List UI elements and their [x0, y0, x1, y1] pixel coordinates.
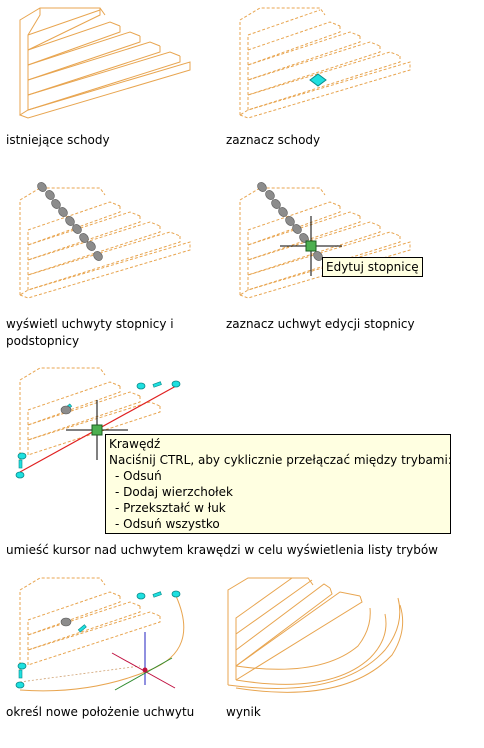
- stairs-drawing: [18, 7, 191, 119]
- caption-result: wynik: [226, 705, 261, 719]
- mode-add-vertex[interactable]: - Dodaj wierzchołek: [115, 485, 233, 499]
- ucs-cursor: [111, 632, 176, 691]
- caption-select-edit-grip: zaznacz uchwyt edycji stopnicy: [226, 317, 415, 331]
- panel-hover-edge: Krawędź Naciśnij CTRL, aby cyklicznie pr…: [0, 360, 484, 560]
- caption-show-grips-1: wyświetl uchwyty stopnicy i: [6, 317, 174, 331]
- mode-offset[interactable]: - Odsuń: [115, 469, 162, 483]
- tooltip-title: Krawędź: [109, 437, 161, 451]
- edge-grips[interactable]: [15, 590, 181, 689]
- edge-grip-hovered[interactable]: [91, 424, 103, 436]
- panel-select-edit-grip: Edytuj stopnicę zaznacz uchwyt edycji st…: [220, 180, 470, 340]
- caption-show-grips-2: podstopnicy: [6, 334, 80, 348]
- panel-result: wynik: [220, 570, 440, 730]
- panel-select-stairs: zaznacz schody: [220, 0, 450, 160]
- tread-grip[interactable]: [60, 617, 72, 627]
- edit-tread-tooltip: Edytuj stopnicę: [322, 257, 423, 277]
- tread-riser-grips[interactable]: [36, 181, 105, 263]
- stairs-drawing-grips: [18, 181, 191, 299]
- midpoint-grips[interactable]: [18, 591, 162, 679]
- caption-select: zaznacz schody: [226, 133, 321, 147]
- panel-show-grips: wyświetl uchwyty stopnicy i podstopnicy: [0, 180, 210, 350]
- edit-tread-grip[interactable]: [305, 240, 317, 252]
- tooltip-hint: Naciśnij CTRL, aby cyklicznie przełączać…: [109, 453, 452, 467]
- caption-existing: istniejące schody: [6, 133, 110, 147]
- arc-preview: [19, 595, 185, 692]
- tread-grip[interactable]: [60, 405, 72, 415]
- panel-existing-stairs: istniejące schody: [0, 0, 200, 160]
- stairs-drawing-selected: [238, 7, 411, 119]
- tread-riser-grips[interactable]: [256, 181, 325, 263]
- stairs-drawing-result: [227, 577, 404, 693]
- stairs-drawing-edit-grip: [238, 181, 411, 299]
- caption-hover-edge: umieść kursor nad uchwytem krawędzi w ce…: [6, 543, 438, 557]
- location-grip[interactable]: [309, 73, 327, 87]
- tooltip-label: Edytuj stopnicę: [326, 260, 419, 274]
- stairs-drawing-drag: [15, 577, 185, 692]
- mode-offset-all[interactable]: - Odsuń wszystko: [115, 517, 220, 531]
- edge-modes-tooltip: Krawędź Naciśnij CTRL, aby cyklicznie pr…: [105, 434, 452, 534]
- stairs-drawing-edge: [15, 367, 181, 479]
- panel-new-position: określ nowe położenie uchwytu: [0, 570, 210, 730]
- mode-convert-to-arc[interactable]: - Przekształć w łuk: [115, 501, 226, 515]
- edge-grips[interactable]: [15, 380, 181, 479]
- caption-new-position: określ nowe położenie uchwytu: [6, 705, 195, 719]
